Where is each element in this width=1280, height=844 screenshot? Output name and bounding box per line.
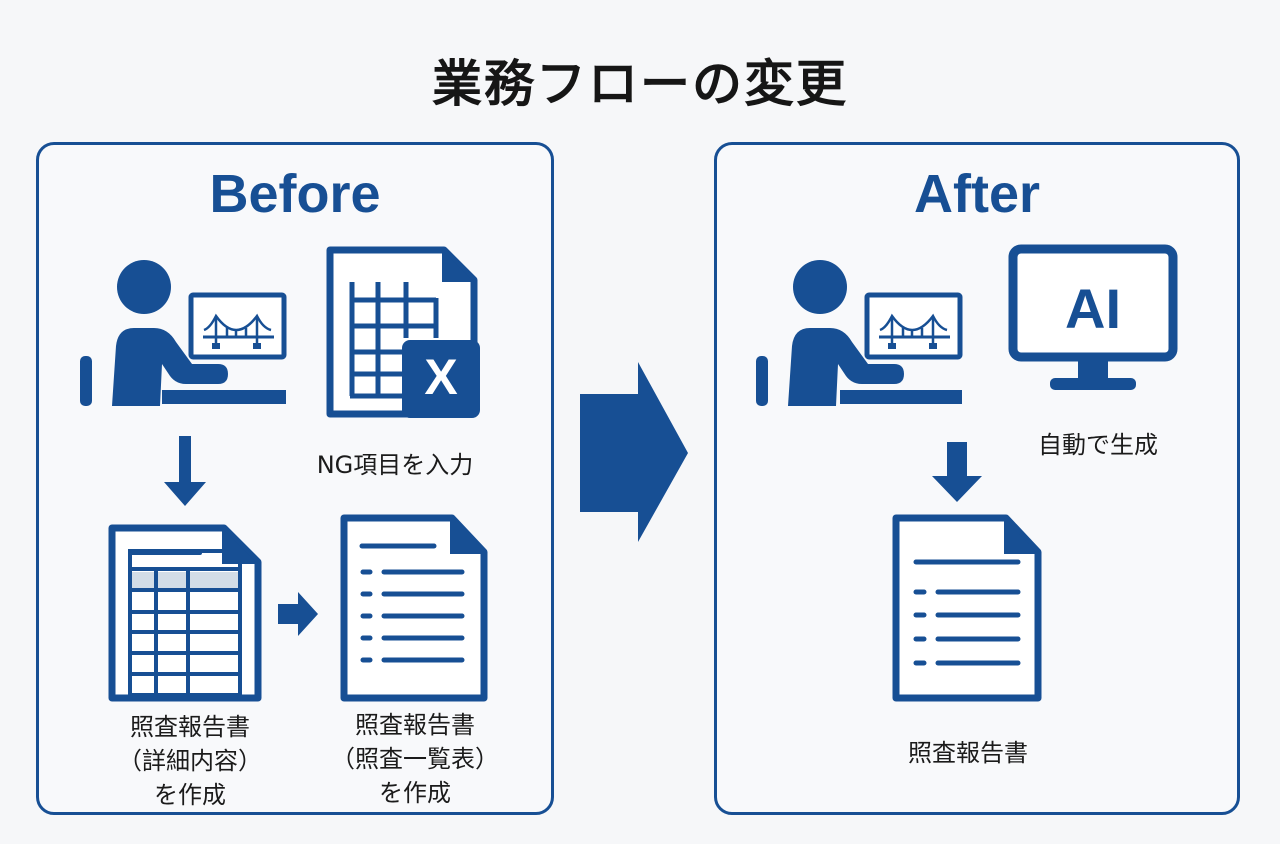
ai-screen-text: AI (1065, 277, 1121, 340)
small-right-arrow-icon (278, 592, 318, 636)
excel-badge-letter: X (424, 349, 457, 405)
down-arrow-icon (932, 442, 982, 502)
list-report-label: 照査報告書 （照査一覧表） を作成 (331, 711, 499, 807)
before-panel: Before (36, 142, 554, 815)
after-heading: After (913, 164, 1040, 224)
computer-screen-icon (188, 292, 287, 360)
computer-screen-icon (864, 292, 963, 360)
detail-report-label: 照査報告書 （詳細内容） を作成 (118, 713, 262, 809)
list-document-icon (340, 514, 488, 702)
engineer-at-computer-icon (80, 260, 287, 406)
page-title: 業務フローの変更 (432, 55, 848, 113)
big-right-arrow-icon (580, 362, 688, 542)
after-report-label: 照査報告書 (908, 739, 1028, 767)
down-arrow-icon (164, 436, 206, 506)
excel-step-label: NG項目を入力 (316, 451, 474, 479)
bridge-icon (879, 313, 950, 346)
list-document-icon (892, 514, 1042, 702)
bridge-icon (203, 313, 274, 346)
ai-monitor-icon: AI (1008, 244, 1178, 390)
before-heading: Before (209, 164, 381, 224)
ai-step-label: 自動で生成 (1038, 431, 1158, 459)
table-document-icon (108, 524, 262, 702)
excel-spreadsheet-icon: X (326, 246, 480, 418)
engineer-at-computer-icon (756, 260, 963, 406)
